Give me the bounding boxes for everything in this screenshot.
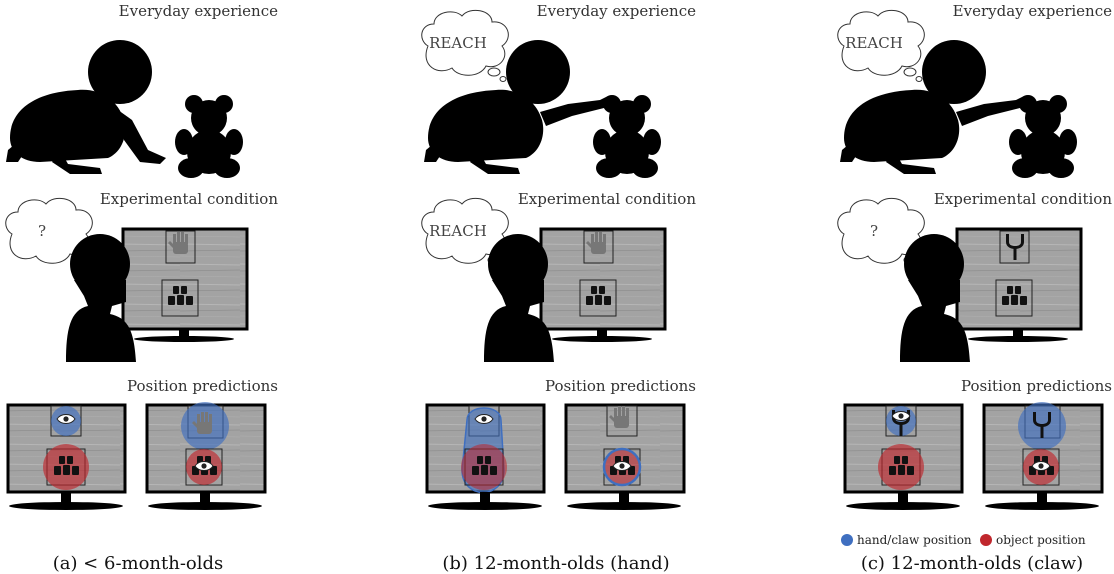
eye-icon [1031,461,1051,471]
predictions-label: Position predictions [961,377,1112,395]
prediction-monitor-right [982,402,1104,510]
thought-text: REACH [845,34,903,52]
caption: (b) 12-month-olds (hand) [442,553,669,574]
thought-text: ? [870,222,878,240]
predictions-label: Position predictions [545,377,696,395]
everyday-label: Everyday experience [119,2,278,20]
panel-a: Everyday experience Experimental conditi… [5,2,279,574]
prediction-monitor-left [843,403,964,510]
panel-c: Everyday experience REACH Experimental c… [837,2,1113,574]
hand-legend-swatch [841,534,853,546]
crawling-baby-silhouette [6,40,166,174]
object-legend-swatch [980,534,992,546]
legend: hand/claw position object position [841,533,1086,547]
caption: (c) 12-month-olds (claw) [861,553,1083,574]
child-silhouette [900,234,970,362]
thought-text: REACH [429,222,487,240]
caption: (a) < 6-month-olds [53,553,224,574]
panel-b: Everyday experience REACH Experimental c… [421,2,697,574]
eye-icon [474,414,494,424]
prediction-monitor-left [425,403,546,510]
hand-legend-label: hand/claw position [857,533,972,547]
prediction-monitor-right [564,403,686,510]
child-silhouette [484,234,554,362]
child-silhouette [66,234,136,362]
everyday-label: Everyday experience [953,2,1112,20]
thought-text: REACH [429,34,487,52]
everyday-label: Everyday experience [537,2,696,20]
eye-icon [612,461,632,471]
experiment-monitor [955,227,1083,342]
experiment-monitor [121,227,249,342]
experimental-label: Experimental condition [518,190,697,208]
predictions-label: Position predictions [127,377,278,395]
experimental-label: Experimental condition [934,190,1113,208]
prediction-monitor-left [6,403,127,510]
prediction-monitor-right [145,402,267,510]
experiment-monitor [539,227,667,342]
eye-icon [194,461,214,471]
thought-text: ? [38,222,46,240]
object-legend-label: object position [996,533,1086,547]
teddy-bear-silhouette [175,95,243,178]
experimental-label: Experimental condition [100,190,279,208]
eye-icon [891,411,911,421]
eye-icon [56,414,76,424]
